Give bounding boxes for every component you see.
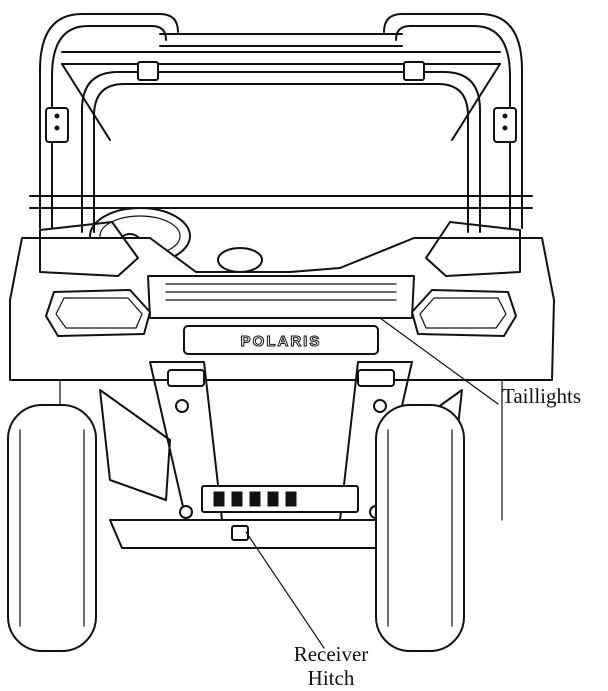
wheel-right	[375, 404, 465, 652]
brand-badge: POLARIS	[241, 333, 322, 350]
rear-body: POLARIS	[9, 221, 555, 381]
taillight-left	[45, 289, 151, 337]
rear-wheels	[7, 404, 465, 652]
receiver-hitch-leader-line	[245, 531, 325, 649]
taillights	[45, 289, 517, 337]
receiver-hitch	[201, 485, 359, 541]
taillights-label: Taillights	[502, 384, 582, 408]
taillights-leader-line	[379, 317, 499, 405]
roll-cage	[29, 13, 533, 233]
receiver-hitch-label: Receiver Hitch	[266, 642, 396, 690]
taillight-right	[411, 289, 517, 337]
receiver-hitch-label-line2: Hitch	[307, 666, 355, 690]
wheel-left	[7, 404, 97, 652]
receiver-hitch-label-line1: Receiver	[293, 642, 369, 666]
